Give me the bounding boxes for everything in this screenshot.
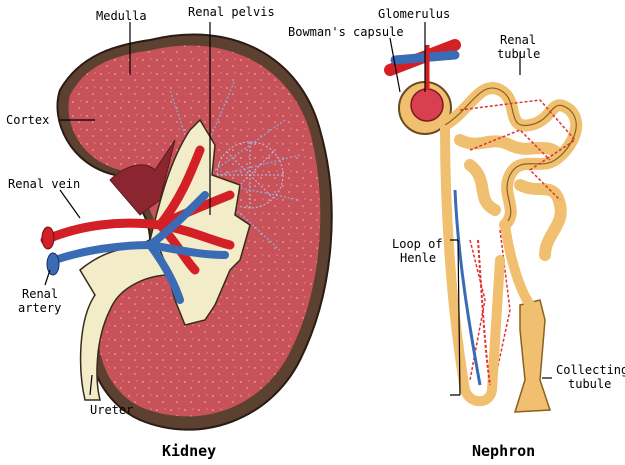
label-collecting-tubule-line1: Collecting [556, 363, 625, 377]
nephron [390, 45, 576, 412]
label-renal-pelvis: Renal pelvis [188, 5, 275, 19]
label-bowmans-capsule: Bowman's capsule [288, 25, 404, 39]
kidney [42, 34, 332, 429]
label-renal-artery-line2: artery [18, 301, 61, 315]
caption-kidney: Kidney [162, 442, 216, 460]
label-renal-artery-line1: Renal [22, 287, 58, 301]
label-renal-vein: Renal vein [8, 177, 80, 191]
label-renal-tubule-line2: tubule [497, 47, 540, 61]
label-loop-of-henle-line2: Henle [400, 251, 436, 265]
caption-nephron: Nephron [472, 442, 535, 460]
label-ureter: Ureter [90, 403, 133, 417]
label-loop-of-henle-line1: Loop of [392, 237, 443, 251]
collecting-tubule-shape [515, 300, 550, 412]
label-medulla: Medulla [96, 9, 147, 23]
label-renal-tubule-line1: Renal [500, 33, 536, 47]
label-cortex: Cortex [6, 113, 49, 127]
glomerulus-shape [411, 89, 443, 121]
label-glomerulus: Glomerulus [378, 7, 450, 21]
label-collecting-tubule-line2: tubule [568, 377, 611, 391]
